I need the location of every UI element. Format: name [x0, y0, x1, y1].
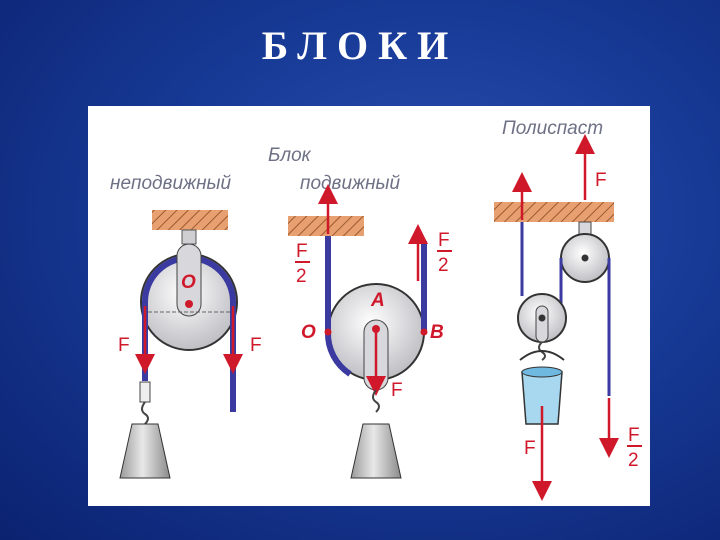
point-b-movable: [420, 328, 428, 336]
ceiling-movable: [288, 216, 364, 236]
label-center-a: A: [370, 290, 385, 311]
label-force-down-movable: F: [391, 380, 403, 401]
label-movable: подвижный: [300, 173, 401, 194]
hook-movable: [372, 389, 380, 413]
bucket-handle: [519, 350, 565, 361]
label-half-den-movable: 2: [296, 266, 307, 287]
polyspast: F F F 2: [494, 134, 642, 501]
hook-fixed: [139, 381, 151, 403]
axis-top-polyspast: [581, 254, 589, 262]
axis-fixed: [185, 300, 193, 308]
axis-bottom-polyspast: [538, 314, 546, 322]
label-force-left-fixed: F: [118, 335, 130, 356]
label-force-load-polyspast: F: [524, 438, 536, 459]
label-fixed: неподвижный: [110, 173, 232, 194]
mount-fixed: [181, 229, 197, 245]
label-half-num-movable: F: [296, 241, 308, 262]
label-block: Блок: [268, 145, 312, 166]
ceiling-polyspast: [494, 202, 614, 222]
ceiling-fixed: [152, 210, 228, 230]
label-force-top-polyspast: F: [595, 170, 607, 191]
pulley-diagram: Блок неподвижный подвижный Полиспаст O F: [110, 118, 642, 501]
label-point-o: O: [301, 322, 316, 343]
label-half-den-movable-right: 2: [438, 255, 449, 276]
bracket-bottom-polyspast: [535, 305, 549, 343]
label-half-num-movable-right: F: [438, 230, 450, 251]
label-force-right-fixed: F: [250, 335, 262, 356]
movable-block: F 2 F 2 A O B F: [288, 184, 452, 479]
label-point-b: B: [430, 322, 444, 343]
label-polyspast: Полиспаст: [502, 118, 603, 139]
fixed-block: O F F: [118, 210, 262, 479]
bucket-water: [521, 366, 563, 378]
bracket-fixed: [176, 243, 202, 317]
label-center-o-fixed: O: [181, 272, 196, 293]
label-half-num-polyspast: F: [628, 425, 640, 446]
diagram-panel: Блок неподвижный подвижный Полиспаст O F: [88, 106, 650, 506]
axis-movable: [372, 325, 380, 333]
weight-fixed: [119, 423, 171, 479]
slide-title: БЛОКИ: [261, 23, 459, 68]
hook-curve-fixed: [141, 401, 149, 425]
label-half-den-polyspast: 2: [628, 450, 639, 471]
weight-movable: [350, 423, 402, 479]
point-o-movable: [324, 328, 332, 336]
